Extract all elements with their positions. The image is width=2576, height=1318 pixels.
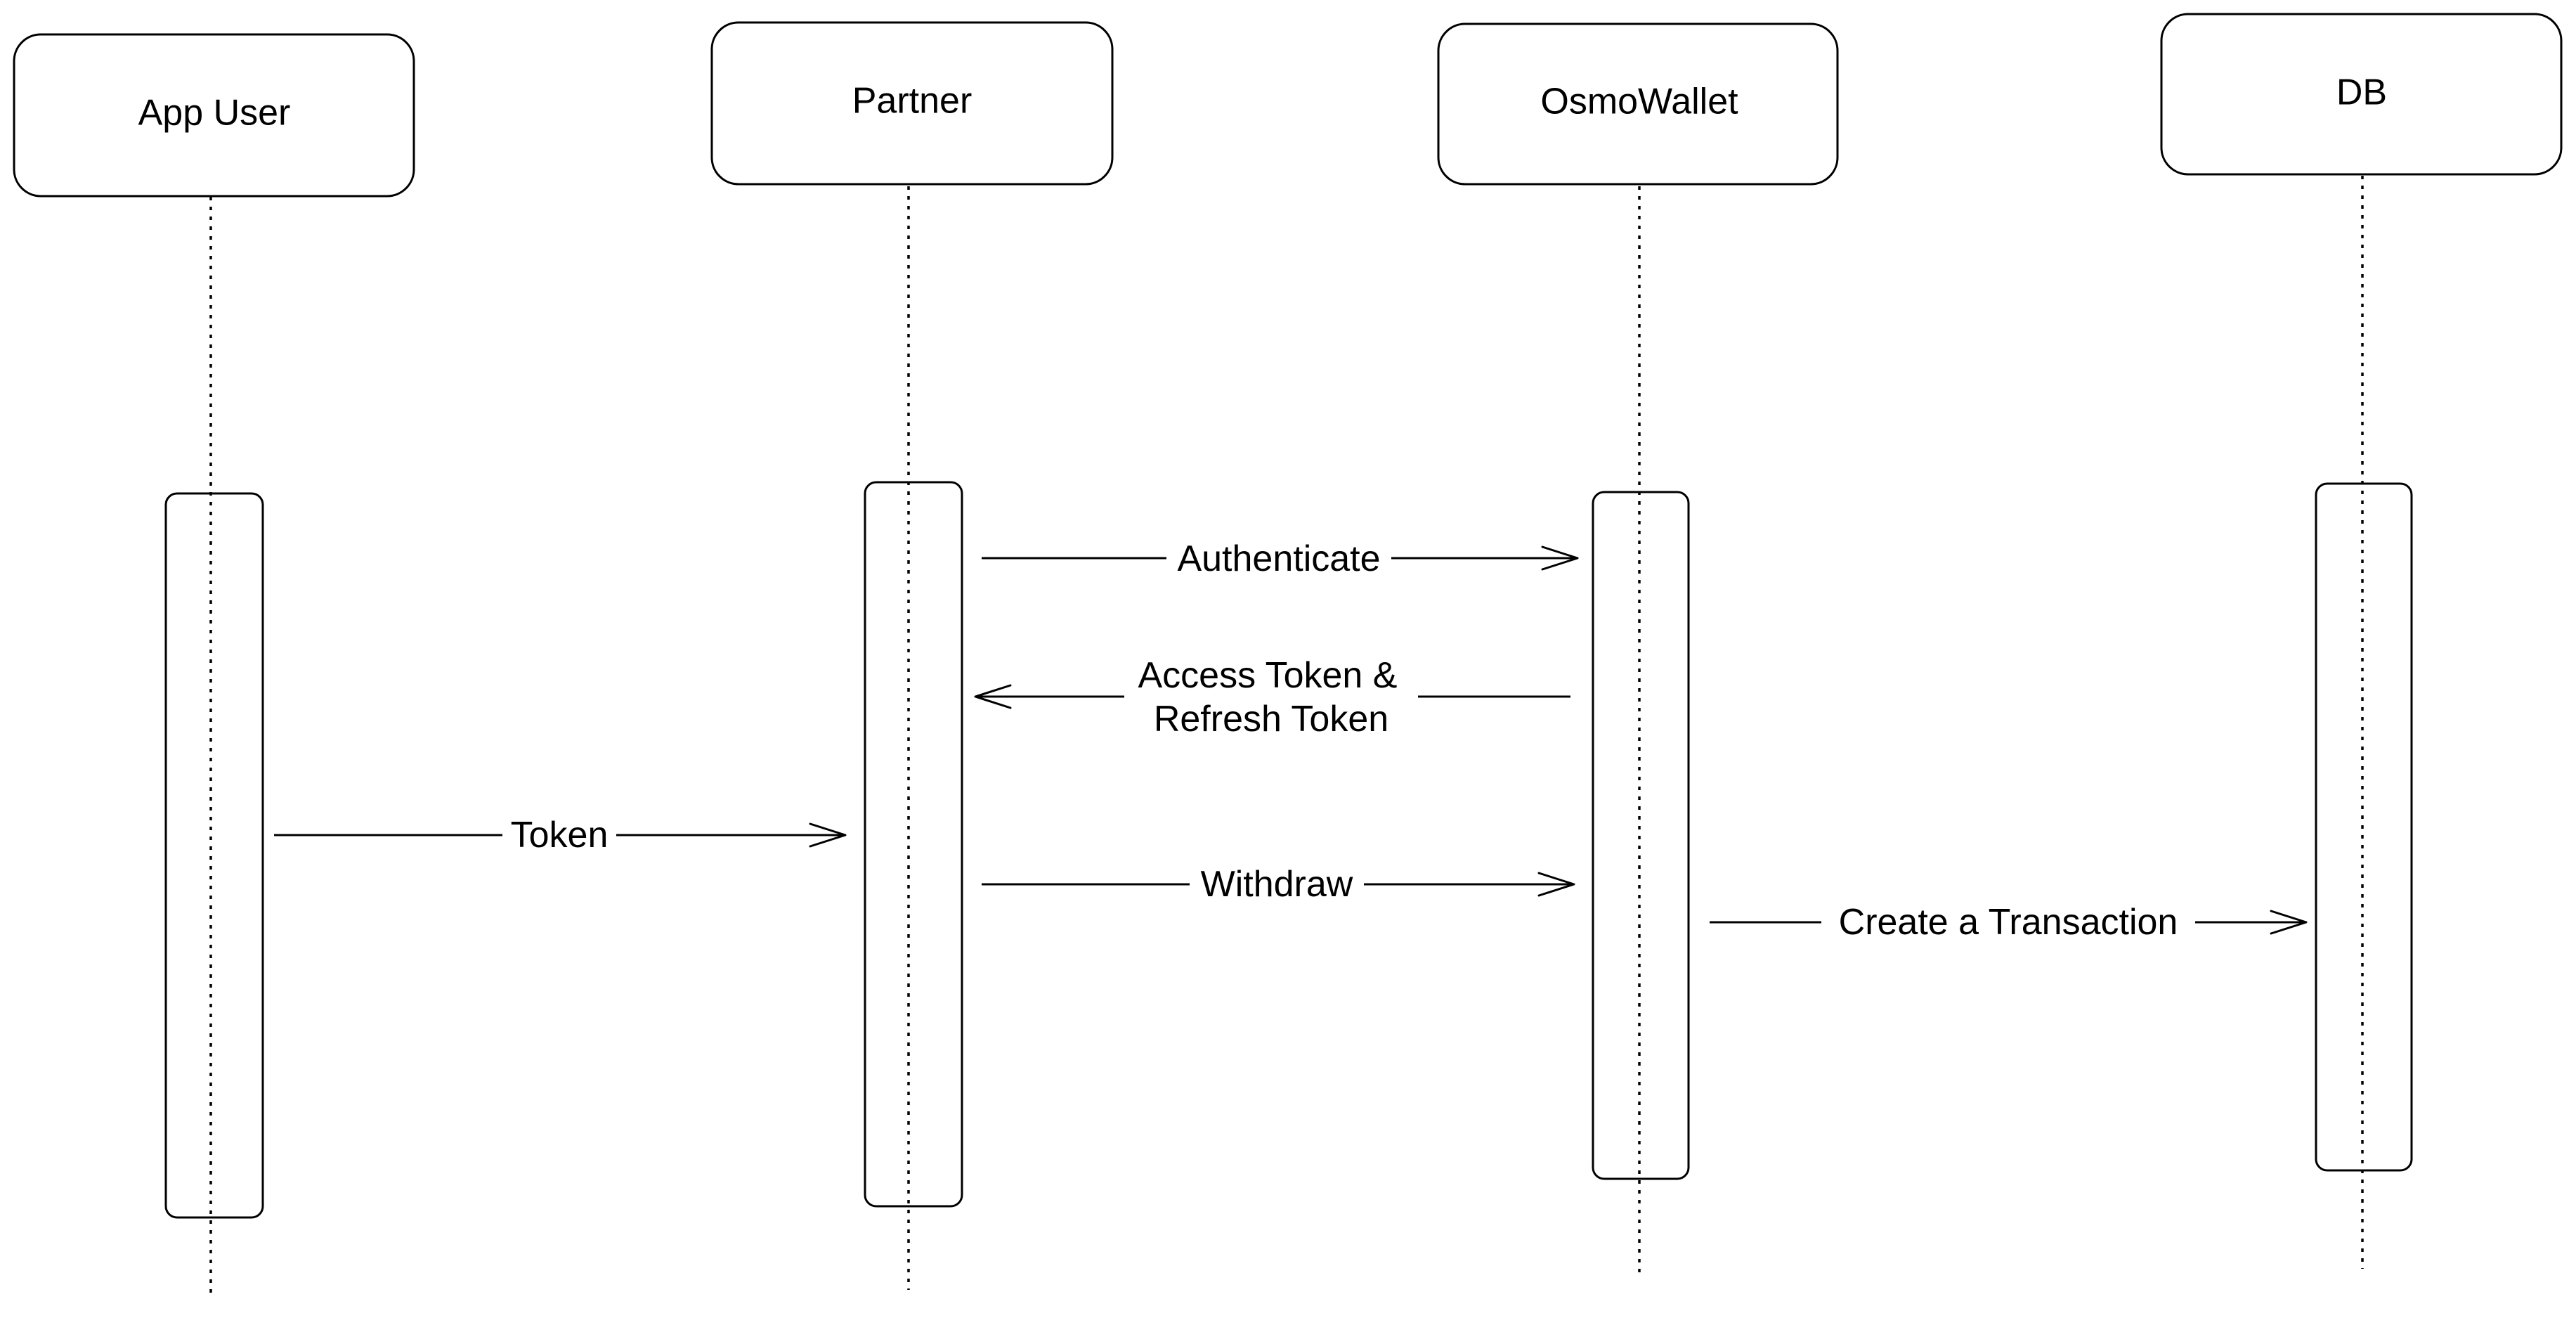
activation-bar-app-user — [164, 492, 264, 1219]
participant-box — [2160, 13, 2563, 176]
participant-label: OsmoWallet — [1540, 82, 1738, 122]
message-access-token: Access Token & Refresh Token — [974, 647, 1570, 745]
arrowhead-icon — [1541, 545, 1579, 571]
message-authenticate: Authenticate — [982, 534, 1579, 581]
participant-box — [710, 21, 1114, 186]
label-background — [1124, 647, 1418, 745]
message-label: Access Token & — [1138, 655, 1397, 696]
message-withdraw: Withdraw — [982, 861, 1575, 907]
activation-bar-partner — [864, 481, 963, 1208]
label-background — [1190, 861, 1364, 907]
message-label: Withdraw — [1201, 864, 1353, 905]
arrowhead-icon — [974, 684, 1012, 709]
participant-label: Partner — [852, 81, 972, 122]
message-label: Create a Transaction — [1839, 902, 2178, 943]
message-label: Token — [511, 815, 609, 855]
participant-partner: Partner — [710, 21, 1114, 186]
message-label: Refresh Token — [1154, 699, 1388, 739]
arrowhead-icon — [809, 822, 847, 848]
activation-bar-osmowallet — [1592, 491, 1690, 1180]
label-background — [1821, 899, 2195, 945]
participant-box — [1437, 22, 1839, 186]
label-background — [1166, 534, 1391, 581]
participant-osmowallet: OsmoWallet — [1437, 22, 1839, 186]
participant-label: DB — [2336, 72, 2387, 113]
message-token: Token — [274, 812, 847, 858]
participant-db: DB — [2160, 13, 2563, 176]
activation-bar-db — [2315, 482, 2413, 1172]
participant-app-user: App User — [13, 33, 415, 198]
label-background — [502, 812, 616, 858]
arrowhead-icon — [2270, 910, 2308, 935]
arrowhead-icon — [1537, 872, 1575, 897]
participant-box — [13, 33, 415, 198]
message-label: Authenticate — [1177, 538, 1380, 579]
participant-label: App User — [138, 93, 291, 134]
message-create-transaction: Create a Transaction — [1710, 899, 2308, 945]
